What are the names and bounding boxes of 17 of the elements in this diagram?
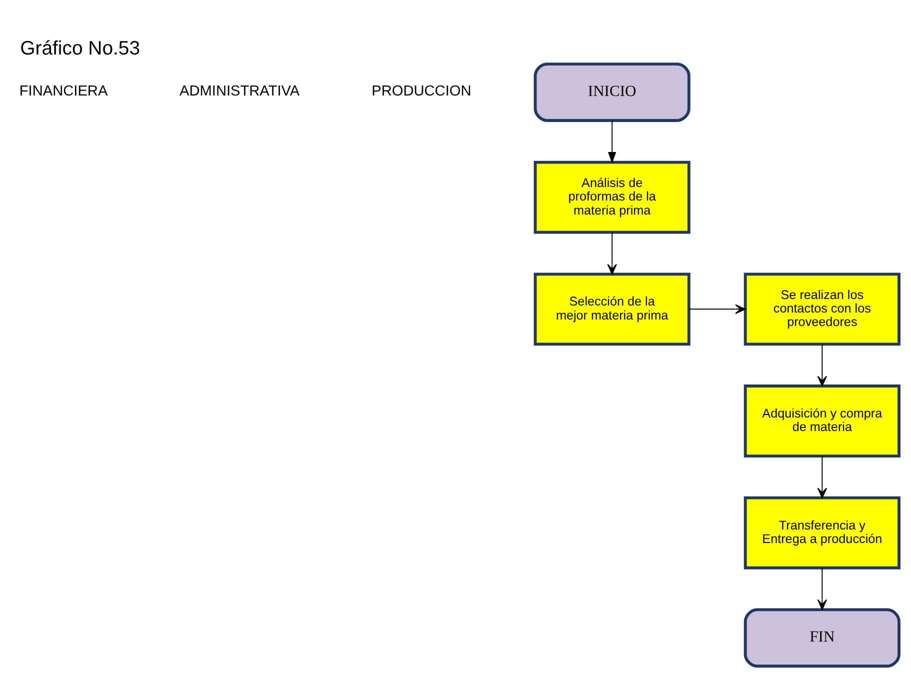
arrow: [817, 455, 828, 498]
node-box: Análisis de proformas de la materia prima: [534, 160, 690, 234]
arrow: [688, 304, 746, 314]
label: ADMINISTRATIVA: [180, 83, 300, 100]
node-box: Se realizan los contactos con los proveedores: [744, 272, 900, 346]
node-box: INICIO: [534, 62, 690, 122]
label: PRODUCCION: [372, 83, 472, 100]
arrow: [607, 231, 617, 274]
node-box: Transferencia y Entrega a producción: [744, 496, 900, 569]
node-box: Selección de la mejor materia prima: [534, 272, 690, 346]
node-box: Adquisición y compra de materia: [744, 384, 900, 457]
arrow: [608, 120, 616, 164]
arrow: [817, 343, 828, 386]
label: FINANCIERA: [19, 83, 108, 100]
node-box: FIN: [744, 608, 900, 668]
arrow: [817, 566, 828, 610]
diagram-title: Gráfico No.53: [20, 36, 140, 59]
